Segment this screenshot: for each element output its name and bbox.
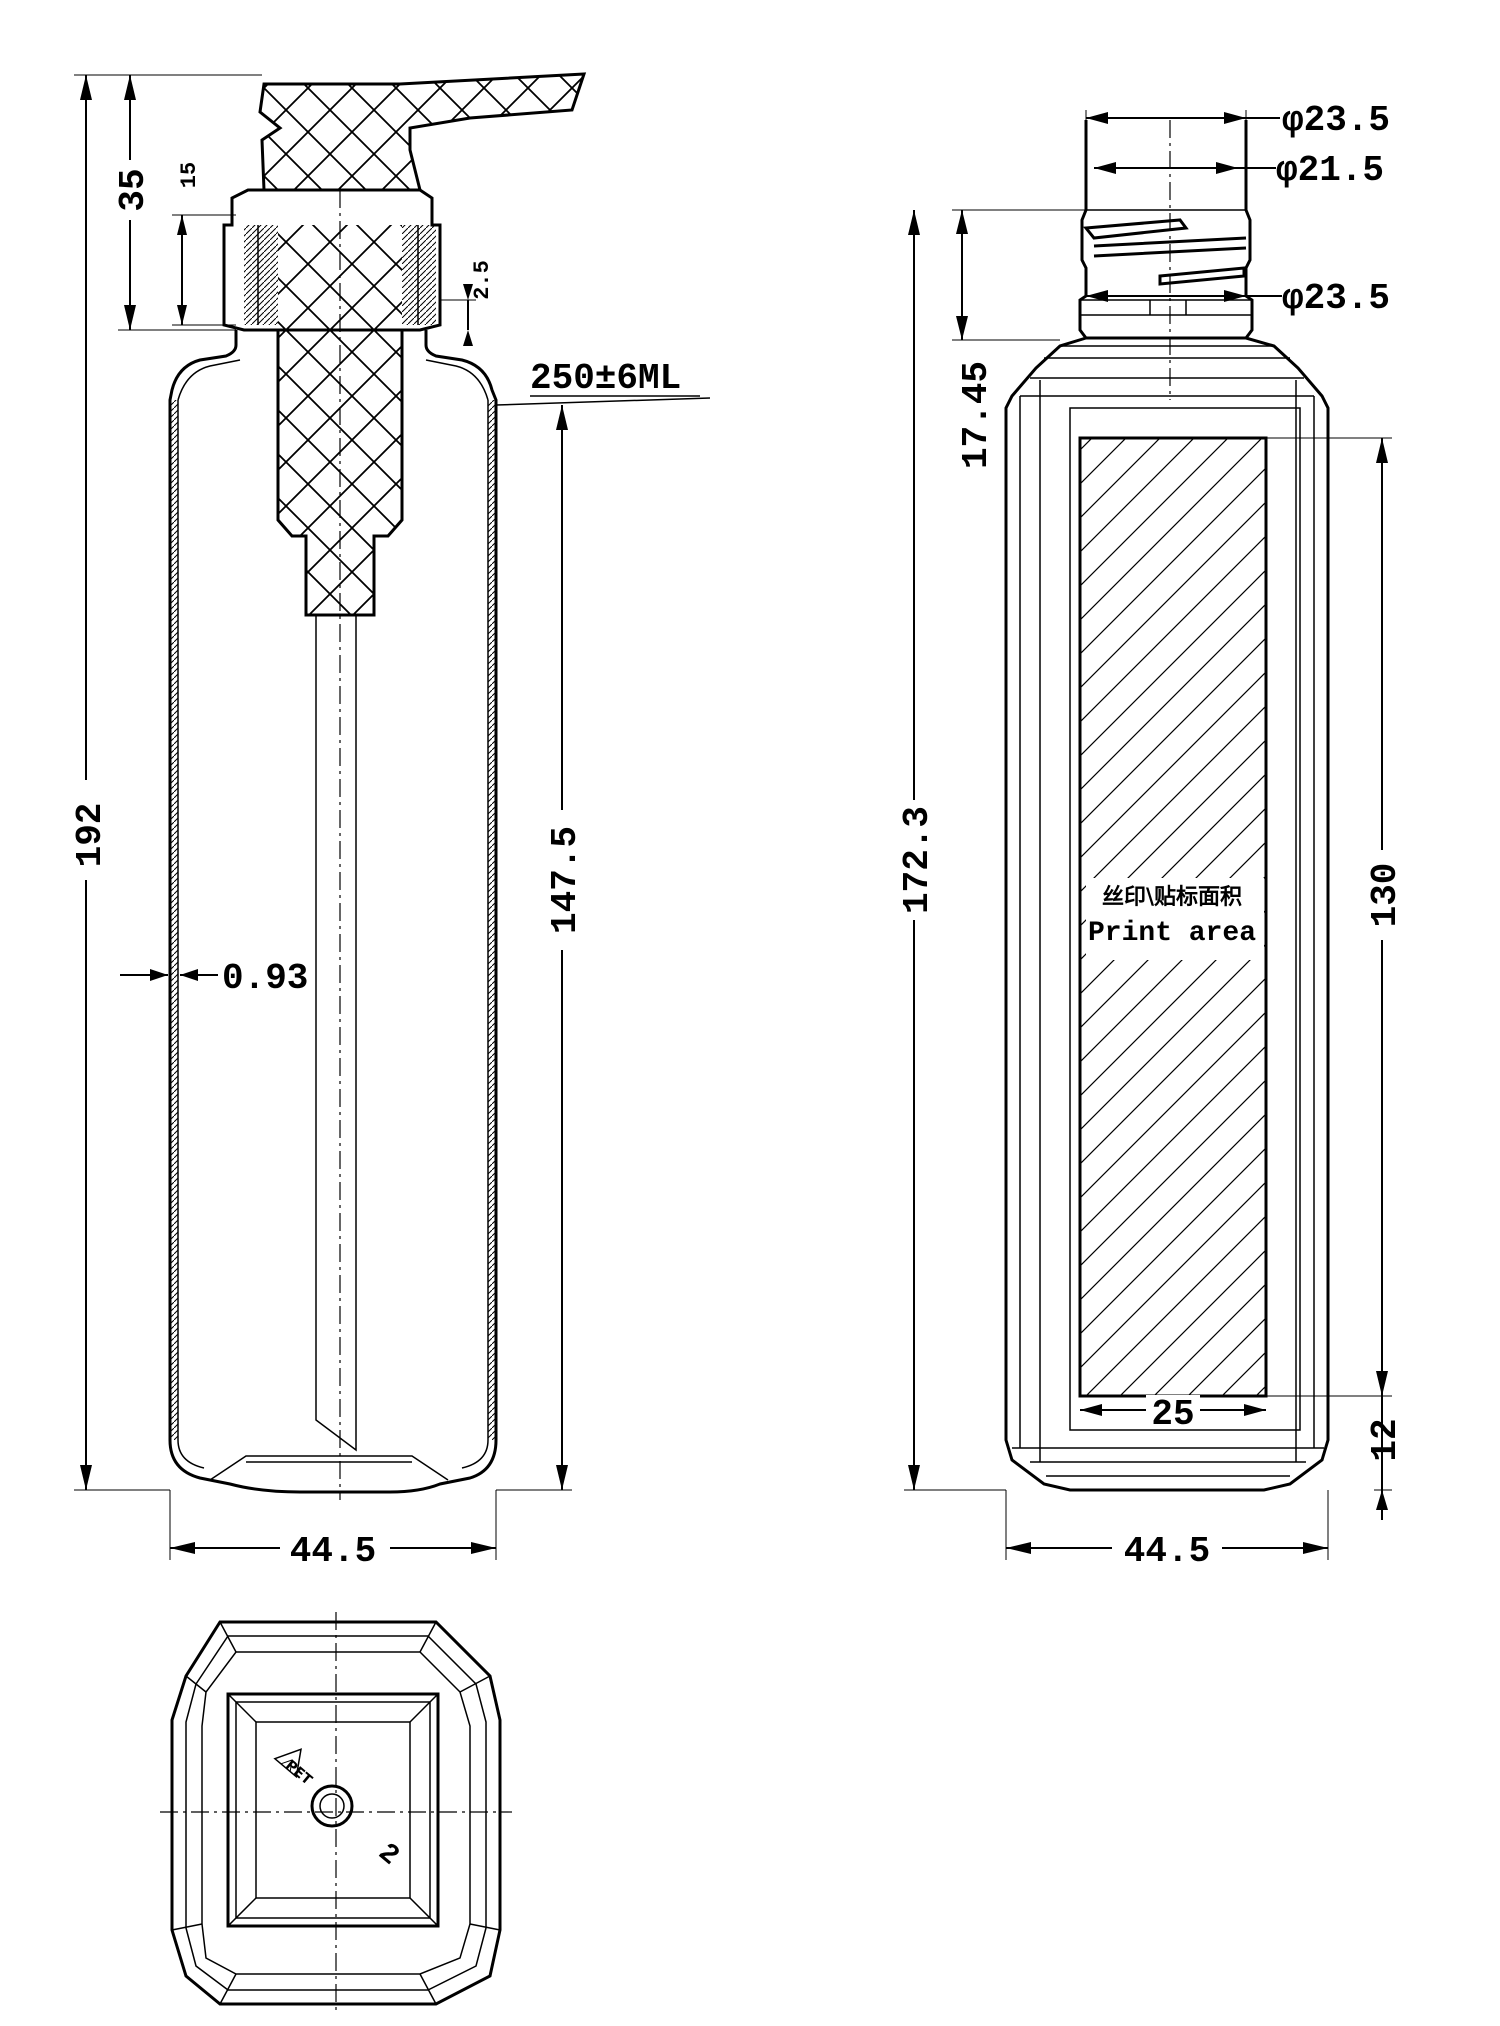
base-square-inner xyxy=(255,1721,411,1899)
bottle-inner-wall xyxy=(177,400,489,1469)
shoulder-facets xyxy=(1020,345,1314,397)
dim-overall-label: 192 xyxy=(70,803,111,868)
gate-mark-inner xyxy=(319,1793,345,1819)
dim-print-height-label: 130 xyxy=(1365,863,1406,928)
thread-3 xyxy=(1158,266,1246,286)
recycle-code: 2 xyxy=(372,1838,405,1873)
base-corner-lines xyxy=(227,1693,439,1927)
dim-cap-diameter-label: φ23.5 xyxy=(1282,100,1390,141)
body-facets xyxy=(1019,380,1315,1462)
dim-gap-label: 2.5 xyxy=(470,260,495,300)
bottle-outline-front xyxy=(168,330,498,1494)
capacity-label: 250±6ML xyxy=(530,358,681,399)
bottom-facet-edges xyxy=(171,1621,501,2005)
dim-neck-side-label: 17.45 xyxy=(956,361,997,469)
closure-thread-left xyxy=(244,225,278,325)
base-square-outer xyxy=(226,1692,440,1928)
dim-wall-label: 0.93 xyxy=(222,958,308,999)
bottom-view: PET 2 xyxy=(160,1612,512,2014)
dim-thread-diameter-label: φ21.5 xyxy=(1276,150,1384,191)
dim-width-front-label: 44.5 xyxy=(290,1531,376,1572)
dim-ring-diameter-label: φ23.5 xyxy=(1282,278,1390,319)
base-facets xyxy=(1012,1447,1324,1477)
dim-neck-label: 15 xyxy=(177,162,202,188)
base-square-mid xyxy=(235,1701,431,1919)
actuator-hatch xyxy=(260,74,584,190)
wall-hatch-left xyxy=(170,400,178,1440)
recycle-icon xyxy=(273,1748,302,1779)
dim-body-side-label: 172.3 xyxy=(897,806,938,914)
dip-tube xyxy=(315,615,357,1452)
dim-body-label: 147.5 xyxy=(545,826,586,934)
thread-1 xyxy=(1083,218,1189,240)
closure-thread-right xyxy=(402,225,436,325)
bottle-outline-side xyxy=(1004,336,1330,1492)
side-view: 丝印\贴标面积 Print area φ23.5 φ21.5 φ23.5 17.… xyxy=(897,100,1406,1572)
dim-bottom-offset-label: 12 xyxy=(1365,1418,1406,1461)
capacity-leader xyxy=(495,397,711,406)
dim-pump-label: 35 xyxy=(113,168,154,211)
neck-ring-marks xyxy=(1149,300,1187,315)
gate-mark-outer xyxy=(310,1784,354,1828)
dim-width-side-label: 44.5 xyxy=(1124,1531,1210,1572)
shoulder-inner xyxy=(177,359,489,401)
print-area-label-en: Print area xyxy=(1088,918,1256,949)
front-view: 192 35 15 2.5 250±6ML 147.5 xyxy=(70,72,711,1572)
print-area-label-cn: 丝印\贴标面积 xyxy=(1102,884,1242,910)
dim-print-width-label: 25 xyxy=(1151,1394,1194,1435)
wall-hatch-right xyxy=(488,400,496,1440)
label-panel xyxy=(1069,407,1301,1431)
bottom-pushup xyxy=(209,1455,449,1481)
